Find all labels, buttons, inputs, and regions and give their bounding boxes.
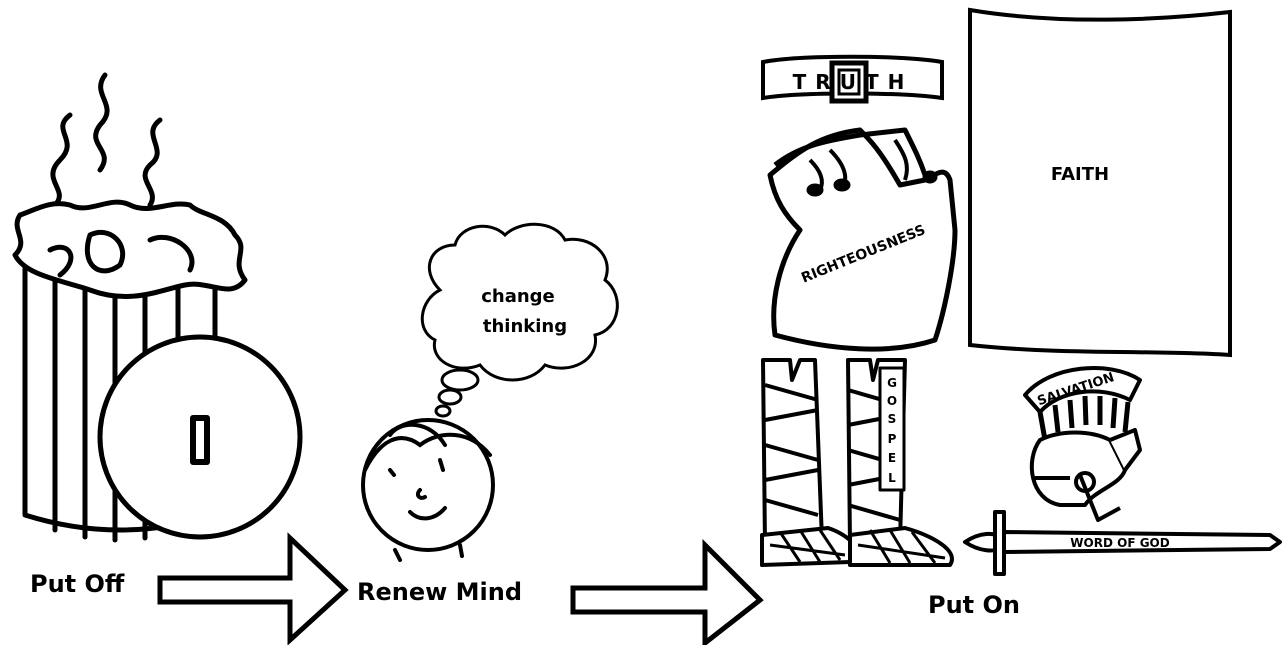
step-put-off-label: Put Off [30,570,125,598]
gospel-letter: L [888,471,896,485]
thought-line-2: thinking [483,316,567,337]
stink-line-icon [53,115,70,205]
gospel-letter: P [888,432,897,446]
thought-line-1: change [481,286,555,307]
stink-line-icon [96,75,107,170]
breastplate-of-righteousness [770,130,955,349]
belt-label: TRUTH [793,70,914,94]
sword-label: WORD OF GOD [1070,536,1169,550]
gospel-letter: E [888,451,896,465]
gospel-letter: O [887,394,897,408]
step-renew-mind-label: Renew Mind [357,578,522,606]
arrow-right-icon [160,538,345,640]
gospel-letter: G [887,376,897,390]
shield-label: FAITH [1051,164,1109,185]
gospel-letter: S [888,412,897,426]
step-put-on-label: Put On [928,591,1020,619]
smiling-face-icon [363,420,493,560]
trash-can-illustration [15,75,300,540]
shoes-of-the-gospel [762,360,952,565]
stink-line-icon [145,120,160,205]
arrow-right-icon [573,545,760,643]
